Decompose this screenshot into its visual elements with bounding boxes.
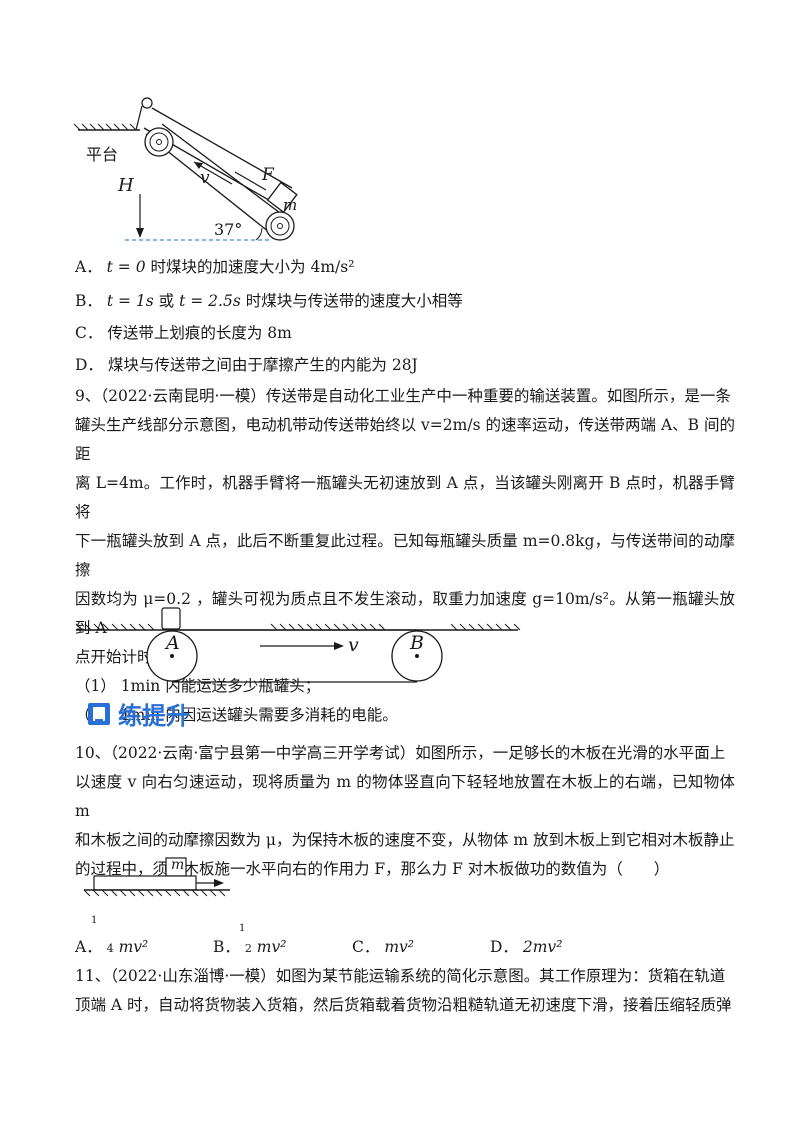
question-9: 9、（2022·云南昆明·一模）传送带是自动化工业生产中一种重要的输送装置。如图… [75, 382, 735, 730]
board-block-figure [83, 857, 230, 897]
math: t = 0 [106, 258, 146, 276]
book-icon [88, 702, 110, 725]
value: 4m/s² [310, 258, 355, 276]
fraction-numerator: 1 [91, 915, 98, 926]
q11-line: 11、（2022·山东淄博·一模）如图为某节能运输系统的简化示意图。其工作原理为… [75, 967, 726, 985]
mass-label: m [283, 196, 298, 214]
value: 2mv² [522, 938, 563, 956]
angle-label: 37° [214, 220, 243, 239]
option-b: B． 1 2 mv² [213, 923, 287, 957]
option-text: 时煤块的加速度大小为 [150, 258, 306, 276]
platform-label: 平台 [86, 145, 119, 164]
q9-line: 因数均为 μ=0.2 ，罐头可视为质点且不发生滚动，取重力加速度 g=10m/s… [75, 590, 735, 637]
option-text: 传送带上划痕的长度为 [107, 324, 263, 342]
q9-line: 9、（2022·云南昆明·一模）传送带是自动化工业生产中一种重要的输送装置。如图… [75, 387, 731, 405]
option-label: A． [75, 938, 102, 956]
option-c: C． mv² [352, 935, 414, 957]
horizontal-conveyor-figure [75, 607, 521, 683]
point-b-label: B [410, 632, 424, 654]
value: mv² [256, 938, 287, 956]
q10-line: 的过程中，须对木板施一水平向右的作用力 F，那么力 F 对木板做功的数值为（ ） [75, 860, 670, 878]
option-d: D． 2mv² [490, 935, 562, 957]
value: mv² [384, 938, 414, 956]
option-label: B． [213, 938, 240, 956]
math: t = 2.5s [179, 292, 241, 310]
option-label: A． [75, 258, 102, 276]
option-b: B． t = 1s 或 t = 2.5s 时煤块与传送带的速度大小相等 [75, 291, 463, 311]
question-11: 11、（2022·山东淄博·一模）如图为某节能运输系统的简化示意图。其工作原理为… [75, 962, 735, 1020]
inclined-conveyor-figure [73, 97, 298, 241]
option-a: A． t = 0 时煤块的加速度大小为 4m/s² [75, 257, 354, 277]
q10-line: 和木板之间的动摩擦因数为 μ，为保持木板的速度不变，从物体 m 放到木板上到它相… [75, 831, 735, 849]
fraction-numerator: 1 [239, 923, 246, 934]
q9-line: 罐头生产线部分示意图，电动机带动传送带始终以 v=2m/s 的速率运动，传送带两… [75, 416, 735, 463]
option-label: C． [75, 324, 103, 342]
fraction-denominator: 2 [244, 942, 252, 955]
fraction-denominator: 4 [106, 942, 114, 955]
force-label: F [262, 165, 274, 185]
q9-line: 下一瓶罐头放到 A 点，此后不断重复此过程。已知每瓶罐头质量 m=0.8kg，与… [75, 532, 735, 579]
velocity-label: v [200, 168, 210, 188]
point-a-label: A [166, 632, 180, 654]
math: t = 1s [106, 292, 154, 310]
option-c: C． 传送带上划痕的长度为 8m [75, 323, 292, 343]
value: mv² [118, 938, 149, 956]
option-d: D． 煤块与传送带之间由于摩擦产生的内能为 28J [75, 355, 418, 375]
height-label: H [118, 175, 134, 196]
question-10: 10、（2022·云南·富宁县第一中学高三开学考试）如图所示，一足够长的木板在光… [75, 739, 735, 884]
value: 8m [267, 324, 292, 342]
option-label: D． [490, 938, 518, 956]
option-text: 或 [158, 292, 175, 310]
option-text: 煤块与传送带之间由于摩擦产生的内能为 [107, 356, 387, 374]
option-label: C． [352, 938, 380, 956]
option-text: 时煤块与传送带的速度大小相等 [245, 292, 463, 310]
option-label: D． [75, 356, 103, 374]
value: 28J [391, 356, 418, 374]
velocity-label: v [348, 634, 359, 656]
q10-line: 10、（2022·云南·富宁县第一中学高三开学考试）如图所示，一足够长的木板在光… [75, 744, 726, 762]
q10-line: 以速度 v 向右匀速运动，现将质量为 m 的物体竖直向下轻轻地放置在木板上的右端… [75, 773, 735, 820]
q11-line: 顶端 A 时，自动将货物装入货箱，然后货箱载着货物沿粗糙轨道无初速度下滑，接着压… [75, 996, 732, 1014]
mass-label: m [171, 857, 185, 873]
q9-line: 离 L=4m。工作时，机器手臂将一瓶罐头无初速放到 A 点，当该罐头刚离开 B … [75, 474, 735, 521]
section-title: 练提升 [118, 702, 190, 730]
option-label: B． [75, 292, 102, 310]
q9-subquestion-2: （2） 1min 内因运送罐头需要多消耗的电能。 [75, 706, 398, 724]
option-a: A． 1 4 mv² [75, 915, 149, 957]
section-header: 练提升 [88, 696, 190, 731]
